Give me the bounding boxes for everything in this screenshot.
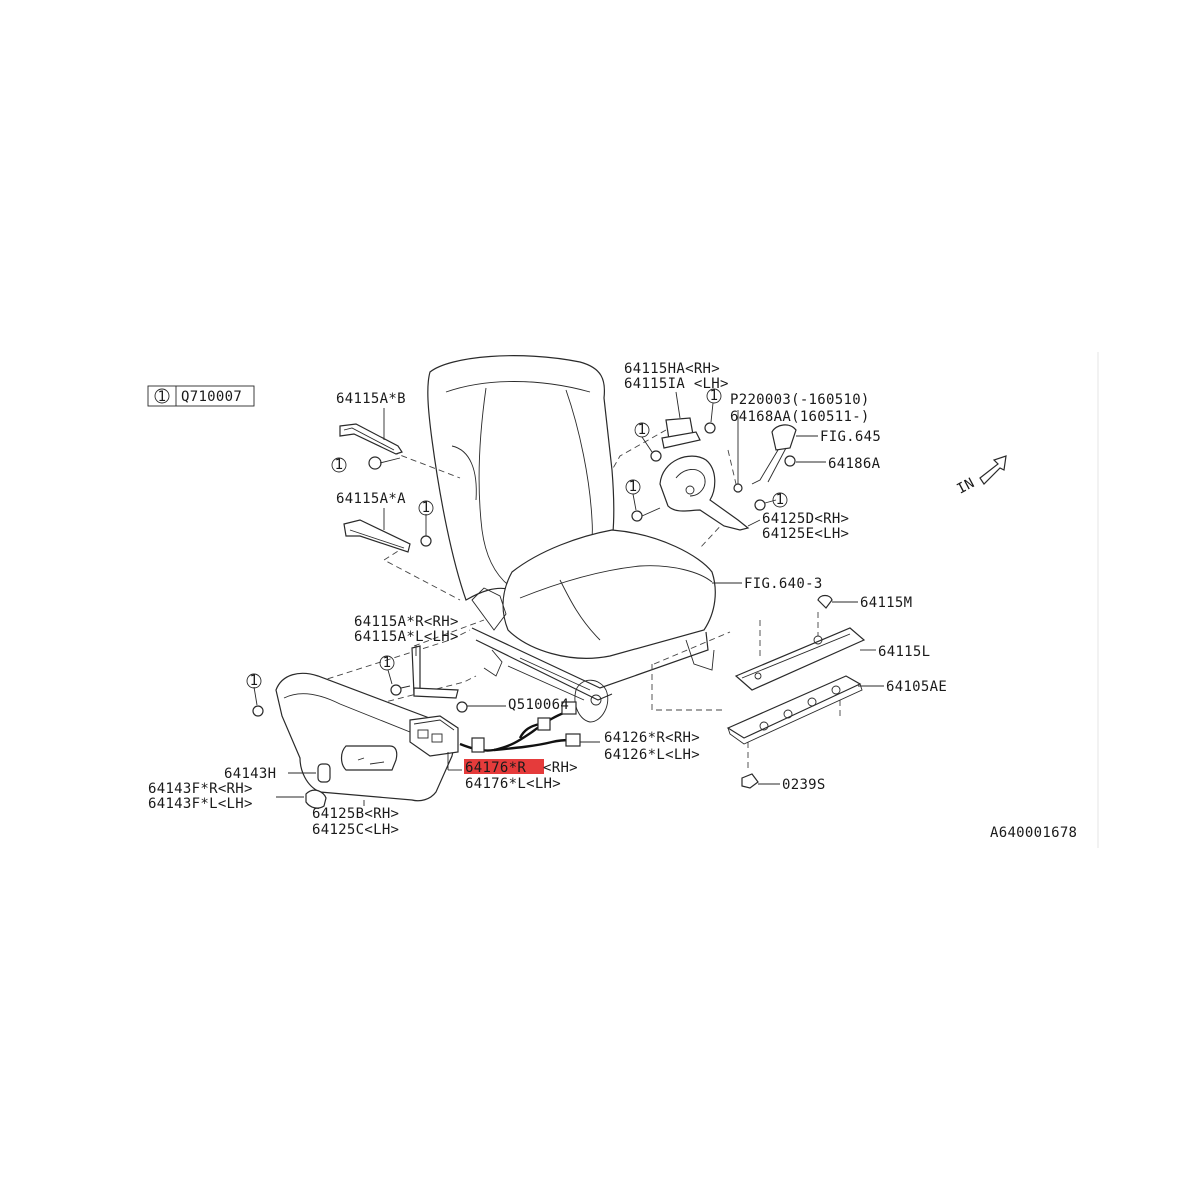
bolt-icon — [631, 510, 643, 522]
bolt-icon — [456, 701, 468, 713]
rail-64105AE — [726, 675, 863, 789]
bracket-64115A-A: 1 — [343, 500, 434, 553]
recliner-cover-64125D: 1 1 — [625, 410, 788, 531]
label-64125B: 64125B<RH> — [312, 806, 399, 822]
bolt-icon — [420, 535, 432, 547]
bolt-marker: 1 — [776, 492, 785, 508]
connector-icon — [471, 737, 485, 753]
label-64115IA: 64115IA <LH> — [624, 376, 729, 392]
label-64126L: 64126*L<LH> — [604, 747, 700, 763]
label-64115A-R: 64115A*R<RH> — [354, 614, 459, 630]
figure-id: A640001678 — [990, 825, 1077, 841]
label-64168AA: 64168AA(160511-) — [730, 409, 870, 425]
reference-box: 1 Q710007 — [147, 385, 255, 407]
label-P220003: P220003(-160510) — [730, 392, 870, 408]
label-64115M: 64115M — [860, 595, 912, 611]
label-64125D: 64125D<RH> — [762, 511, 849, 527]
nut-0239S — [741, 773, 759, 789]
in-arrow-icon — [979, 455, 1007, 485]
label-64115L: 64115L — [878, 644, 930, 660]
direction-arrow: IN — [954, 455, 1007, 498]
label-64125C: 64125C<LH> — [312, 822, 399, 838]
seat-cushion — [502, 529, 716, 659]
label-fig645: FIG.645 — [820, 429, 881, 445]
bolt-marker: 1 — [250, 673, 259, 689]
label-64143H: 64143H — [224, 766, 276, 782]
label-64115A-A: 64115A*A — [336, 491, 406, 507]
label-64126R: 64126*R<RH> — [604, 730, 700, 746]
bolt-marker: 1 — [335, 457, 344, 473]
label-0239S: 0239S — [782, 777, 826, 793]
ref-code: Q710007 — [181, 389, 242, 405]
label-64186A: 64186A — [828, 456, 881, 472]
cap-64143F — [305, 789, 327, 809]
knob-64143H — [317, 763, 331, 783]
highlight-marker — [464, 759, 544, 774]
connector-icon — [565, 733, 581, 747]
label-64143F-L: 64143F*L<LH> — [148, 796, 253, 812]
belt-buckle-fig645 — [751, 424, 797, 485]
label-64125E: 64125E<LH> — [762, 526, 849, 542]
bolt-marker: 1 — [383, 655, 392, 671]
bolt-icon — [368, 456, 382, 470]
label-64115HA: 64115HA<RH> — [624, 361, 720, 377]
label-64115A-L: 64115A*L<LH> — [354, 629, 459, 645]
bolt-marker: 1 — [710, 388, 719, 404]
label-64176L: 64176*L<LH> — [465, 776, 561, 792]
label-64176R-suffix: <RH> — [543, 760, 578, 776]
rail-64115L — [734, 594, 866, 691]
leader-lines — [279, 429, 841, 770]
label-64115A-B: 64115A*B — [336, 391, 406, 407]
label-64105AE: 64105AE — [886, 679, 947, 695]
hinge-cover-64115HA: 1 1 — [634, 388, 722, 462]
bolt-marker: 1 — [422, 500, 431, 516]
bolt-icon — [252, 705, 264, 717]
switch-harness-64176 — [409, 701, 600, 757]
washer-icon — [733, 483, 743, 493]
clip-64115M — [817, 594, 833, 609]
nut-icon — [784, 455, 796, 467]
connector-icon — [537, 717, 551, 731]
bolt-icon — [754, 499, 766, 511]
bolt-marker: 1 — [629, 479, 638, 495]
label-64143F-R: 64143F*R<RH> — [148, 781, 253, 797]
connector-icon — [561, 701, 577, 715]
bolt-icon — [650, 450, 662, 462]
seat-assembly — [427, 355, 716, 723]
side-cover-64125B: 1 — [246, 672, 455, 809]
lever-64115A-R: 1 — [379, 645, 459, 699]
in-label: IN — [954, 475, 977, 497]
bolt-marker: 1 — [638, 422, 647, 438]
label-64176R: 64176*R — [465, 760, 526, 776]
bolt-icon — [390, 684, 402, 696]
ref-circle-number: 1 — [158, 389, 167, 405]
label-Q510064: Q510064 — [508, 697, 569, 713]
label-fig640: FIG.640-3 — [744, 576, 823, 592]
bracket-64115A-B: 1 — [331, 423, 403, 473]
callouts: 64115HA<RH> 64115IA <LH> P220003(-160510… — [148, 361, 1077, 841]
